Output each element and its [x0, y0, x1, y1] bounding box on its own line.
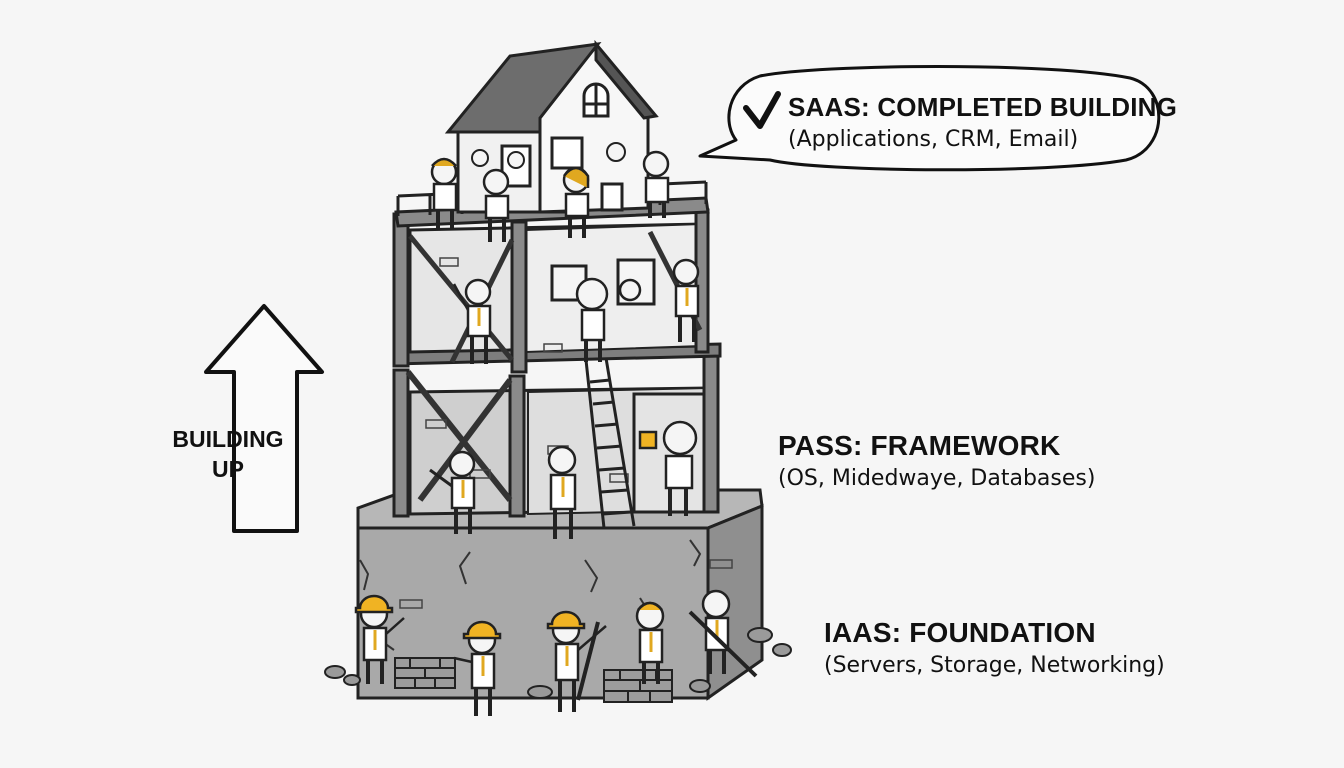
worker-framework-1: [429, 450, 476, 534]
paas-label: PASS: FRAMEWORK (OS, Midedwaye, Database…: [778, 430, 1095, 491]
worker-upper-1: [452, 278, 492, 364]
worker-hardhat-1: [354, 594, 405, 684]
saas-subtitle: (Applications, CRM, Email): [788, 127, 1079, 152]
deck-person-3: [562, 166, 590, 238]
worker-hardhat-3: [546, 610, 607, 712]
arrow-text-line1: BUILDING: [172, 426, 284, 452]
checkmark-icon: [743, 91, 781, 129]
worker-framework-2: [547, 445, 577, 539]
iaas-subtitle: (Servers, Storage, Networking): [824, 653, 1165, 678]
house: [444, 39, 659, 214]
rubble: [324, 627, 792, 699]
worker-upper-3: [672, 258, 700, 342]
iaas-title: IAAS: FOUNDATION: [824, 617, 1096, 648]
window-person-3: [471, 149, 489, 167]
upper-level: [392, 208, 710, 374]
deck-person-4: [642, 150, 670, 218]
saas-speech-bubble: [698, 65, 1161, 172]
brick-pile-right: [603, 669, 673, 703]
iaas-label: IAAS: FOUNDATION (Servers, Storage, Netw…: [824, 617, 1165, 678]
paas-title: PASS: FRAMEWORK: [778, 430, 1061, 461]
building-up-label: BUILDING UP: [160, 424, 296, 484]
deck-person-2: [482, 168, 510, 242]
paas-subtitle: (OS, Midedwaye, Databases): [778, 466, 1096, 491]
saas-label: SAAS: COMPLETED BUILDING (Applications, …: [788, 92, 1177, 152]
brick-pile-left: [394, 657, 456, 689]
worker-framework-3: [638, 420, 698, 516]
building-up-arrow: [204, 304, 324, 533]
worker-hardhat-2: [453, 620, 502, 716]
person-window: [618, 278, 642, 302]
deck-person-1: [430, 157, 458, 230]
arrow-text-line2: UP: [212, 456, 244, 482]
ladder: [584, 357, 636, 529]
worker-upper-2: [575, 277, 609, 362]
window-person-2: [507, 151, 525, 169]
worker-4: [635, 601, 665, 684]
window-person-1: [606, 142, 626, 162]
saas-title: SAAS: COMPLETED BUILDING: [788, 92, 1178, 122]
worker-5: [688, 589, 758, 678]
